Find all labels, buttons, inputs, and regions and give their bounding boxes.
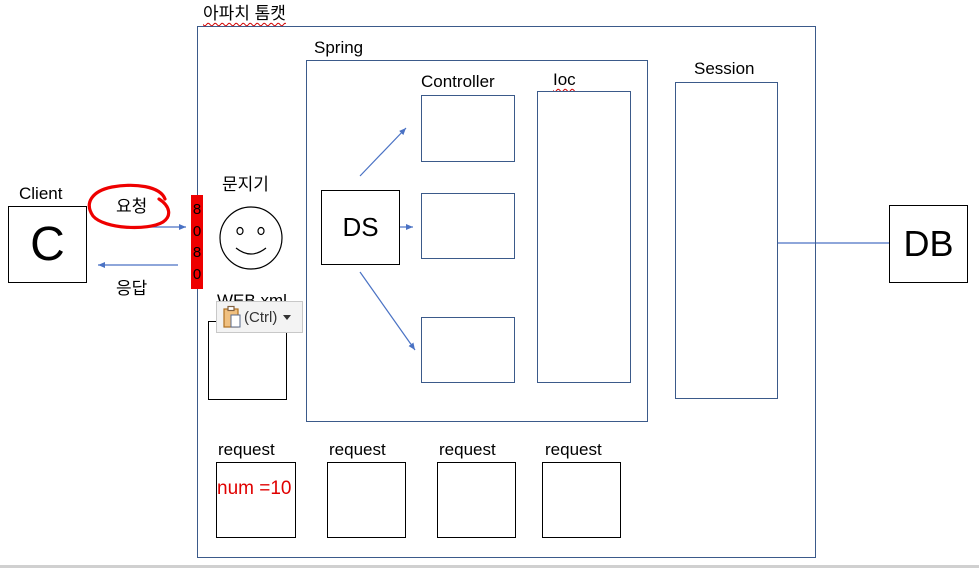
port-8080-badge: 8 0 8 0 [191,195,203,289]
response-label: 응답 [116,279,148,298]
database-box: DB [889,205,968,283]
request-scope-box [327,462,406,538]
port-digit: 0 [192,265,202,283]
port-digit: 8 [192,244,202,262]
request-attribute-text: num =10 [217,478,292,499]
spring-container [306,60,648,422]
ds-to-controller-1-arrow [359,127,407,177]
tomcat-label: 아파치 톰캣 [203,4,286,23]
ioc-container [537,91,631,383]
gatekeeper-label: 문지기 [222,175,269,194]
controller-box [421,95,515,162]
port-digit: 0 [192,222,202,240]
session-label: Session [694,59,755,78]
request-scope-label: request [439,440,496,459]
request-scope-label: request [545,440,602,459]
client-box: C [8,206,87,283]
request-scope-label: request [329,440,386,459]
request-scope-box [542,462,621,538]
request-scope-label: request [218,440,275,459]
ds-to-controller-3-arrow [359,271,416,351]
controller-box [421,193,515,259]
smiley-face-icon [219,206,283,270]
request-scope-box [216,462,296,538]
request-scope-box [437,462,516,538]
client-label: Client [19,184,63,203]
tomcat-container [197,26,816,558]
request-label: 요청 [116,197,148,216]
port-digit: 8 [192,201,202,219]
spring-label: Spring [314,38,364,57]
ioc-label: Ioc [553,70,576,89]
paste-options-label: (Ctrl) [244,308,278,326]
controller-label: Controller [421,72,495,91]
session-box [675,82,778,399]
dispatcher-servlet-box: DS [321,190,400,265]
slide-bottom-edge [0,565,979,568]
paste-options-button[interactable]: (Ctrl) [216,301,303,333]
controller-box [421,317,515,383]
clipboard-icon [223,305,241,328]
annotation-circle [87,183,171,230]
web-xml-box [208,321,287,400]
chevron-down-icon [283,315,292,320]
